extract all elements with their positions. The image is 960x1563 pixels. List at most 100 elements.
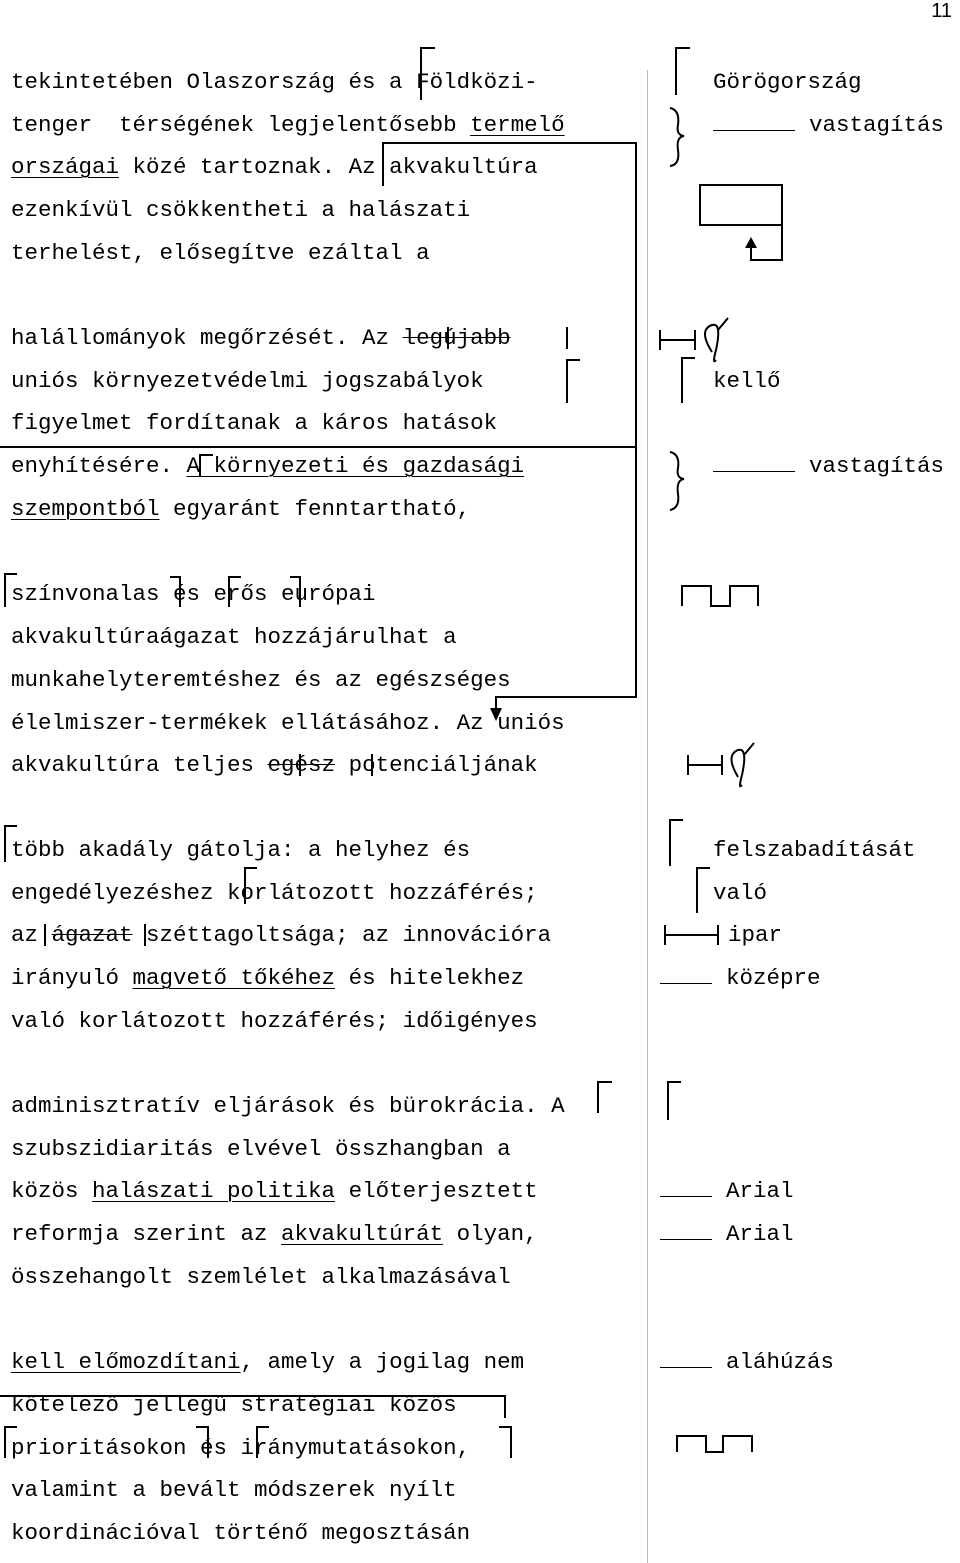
struck-text: egész	[267, 752, 336, 778]
insert-mark-2	[170, 576, 181, 607]
move-frame	[0, 142, 637, 448]
text-line: több akadály gátolja: a helyhez és	[11, 836, 470, 864]
margin-note-vastagitas-1: vastagítás	[713, 111, 944, 139]
text-line: akvakultúraágazat hozzájárulhat a	[11, 623, 457, 651]
text-line: kell előmozdítani, amely a jogilag nem	[11, 1348, 524, 1376]
new-paragraph-mark-3	[199, 454, 213, 477]
margin-note-arial-2: Arial	[660, 1220, 794, 1248]
margin-delete-1	[659, 330, 696, 350]
move-arrow-head	[490, 708, 502, 721]
text-run: egyaránt fenntartható,	[159, 496, 471, 522]
text-line: szempontból egyaránt fenntartható,	[11, 495, 470, 523]
insert-mark-4	[290, 576, 301, 607]
underlined-text: országai	[11, 154, 120, 180]
struck-text: legújabb	[402, 325, 511, 351]
text-line: uniós környezetvédelmi jogszabályok	[11, 367, 484, 395]
struck-text: ágazat	[51, 922, 133, 948]
margin-brace-1	[669, 107, 685, 167]
text-run: koordinációval történő megosztásán	[11, 1520, 471, 1546]
text-line: prioritásokon és iránymutatásokon,	[11, 1434, 470, 1462]
new-paragraph-mark-1	[420, 47, 435, 100]
margin-divider	[647, 70, 648, 1563]
insert-mark-1	[4, 573, 17, 607]
text-run: irányuló	[11, 965, 133, 991]
text-line: szubszidiaritás elvével összhangban a	[11, 1135, 511, 1163]
margin-note-valo: való	[713, 880, 768, 906]
text-line: országai közé tartoznak. Az akvakultúra	[11, 153, 538, 181]
margin-note-gorogorszag: Görögország	[713, 69, 862, 95]
margin-box-connector	[750, 225, 783, 261]
text-line: való korlátozott hozzáférés; időigényes	[11, 1007, 538, 1035]
margin-note-alahuzas: aláhúzás	[660, 1348, 834, 1376]
insert-mark-3	[228, 576, 241, 607]
margin-box-arrow	[745, 237, 757, 248]
margin-insert-marks-2	[676, 1435, 753, 1453]
text-run: színvonalas és erős európai	[11, 581, 376, 607]
text-line: halállományok megőrzését. Az legújabb	[11, 324, 511, 352]
text-line: adminisztratív eljárások és bürokrácia. …	[11, 1092, 565, 1120]
margin-note-kello: kellő	[713, 368, 781, 394]
text-run: adminisztratív eljárások és bürokrácia. …	[11, 1093, 565, 1119]
margin-brace-2	[669, 451, 685, 511]
new-paragraph-mark-2	[566, 359, 580, 403]
text-run: több akadály gátolja: a helyhez és	[11, 837, 471, 863]
text-line: tekintetében Olaszország és a Földközi-	[11, 68, 538, 96]
text-line: ezenkívül csökkentheti a halászati	[11, 196, 470, 224]
text-run: potenciáljának	[335, 752, 538, 778]
text-line: reformja szerint az akvakultúrát olyan,	[11, 1220, 538, 1248]
insert-mark-10	[256, 1426, 269, 1458]
underlined-text: akvakultúrát	[281, 1221, 444, 1247]
underlined-text: A környezeti és gazdasági	[186, 453, 525, 479]
text-line: közös halászati politika előterjesztett	[11, 1177, 538, 1205]
text-run: uniós környezetvédelmi jogszabályok	[11, 368, 484, 394]
insert-mark-5	[4, 825, 17, 862]
margin-insert-marks-1	[681, 585, 759, 607]
text-run: tekintetében Olaszország és a Földközi-	[11, 69, 538, 95]
insert-mark-7	[597, 1081, 612, 1113]
insert-mark-11	[499, 1426, 512, 1458]
insert-mark-6	[244, 867, 257, 904]
margin-note-arial-1: Arial	[660, 1177, 794, 1205]
margin-box	[699, 184, 783, 226]
text-run: prioritásokon és iránymutatásokon,	[11, 1435, 471, 1461]
margin-note-vastagitas-2: vastagítás	[713, 452, 944, 480]
text-run: összehangolt szemlélet alkalmazásával	[11, 1264, 511, 1290]
text-run: olyan,	[443, 1221, 538, 1247]
text-run: való korlátozott hozzáférés; időigényes	[11, 1008, 538, 1034]
text-line: terhelést, elősegítve ezáltal a	[11, 239, 430, 267]
margin-delete-3	[664, 925, 719, 945]
frame-around-strategy	[0, 1395, 506, 1418]
margin-note-ipar: ipar	[728, 922, 783, 948]
underlined-text: halászati politika	[92, 1178, 336, 1204]
text-line: összehangolt szemlélet alkalmazásával	[11, 1263, 511, 1291]
text-run: tenger térségének legjelentősebb	[11, 112, 471, 138]
margin-bracket-1	[675, 47, 690, 95]
margin-bracket-4	[696, 867, 710, 913]
text-line: valamint a bevált módszerek nyílt	[11, 1476, 457, 1504]
margin-deleatur-2	[730, 742, 755, 788]
text-run: munkahelyteremtéshez és az egészséges	[11, 667, 511, 693]
margin-bracket-3	[669, 819, 683, 866]
text-run: szubszidiaritás elvével összhangban a	[11, 1136, 511, 1162]
text-run: akvakultúraágazat hozzájárulhat a	[11, 624, 457, 650]
margin-delete-2	[687, 755, 723, 775]
page-number: 11	[931, 0, 952, 22]
text-line: koordinációval történő megosztásán	[11, 1519, 470, 1547]
text-line: akvakultúra teljes egész potenciáljának	[11, 751, 538, 779]
text-line: figyelmet fordítanak a káros hatások	[11, 409, 497, 437]
margin-deleatur-1	[704, 317, 729, 363]
text-run: , amely a jogilag nem	[240, 1349, 525, 1375]
margin-note-kozepre: középre	[660, 964, 821, 992]
insert-mark-8	[4, 1426, 17, 1458]
underlined-text: kell előmozdítani	[11, 1349, 241, 1375]
text-run: ezenkívül csökkentheti a halászati	[11, 197, 471, 223]
margin-bracket-2	[681, 357, 695, 403]
underlined-text: magvető tőkéhez	[132, 965, 336, 991]
text-line: enyhítésére. A környezeti és gazdasági	[11, 452, 524, 480]
text-line: irányuló magvető tőkéhez és hitelekhez	[11, 964, 524, 992]
move-frame-lower	[495, 447, 637, 712]
text-run: enyhítésére.	[11, 453, 187, 479]
text-run: élelmiszer-termékek ellátásához. Az unió…	[11, 710, 565, 736]
text-line: élelmiszer-termékek ellátásához. Az unió…	[11, 709, 565, 737]
